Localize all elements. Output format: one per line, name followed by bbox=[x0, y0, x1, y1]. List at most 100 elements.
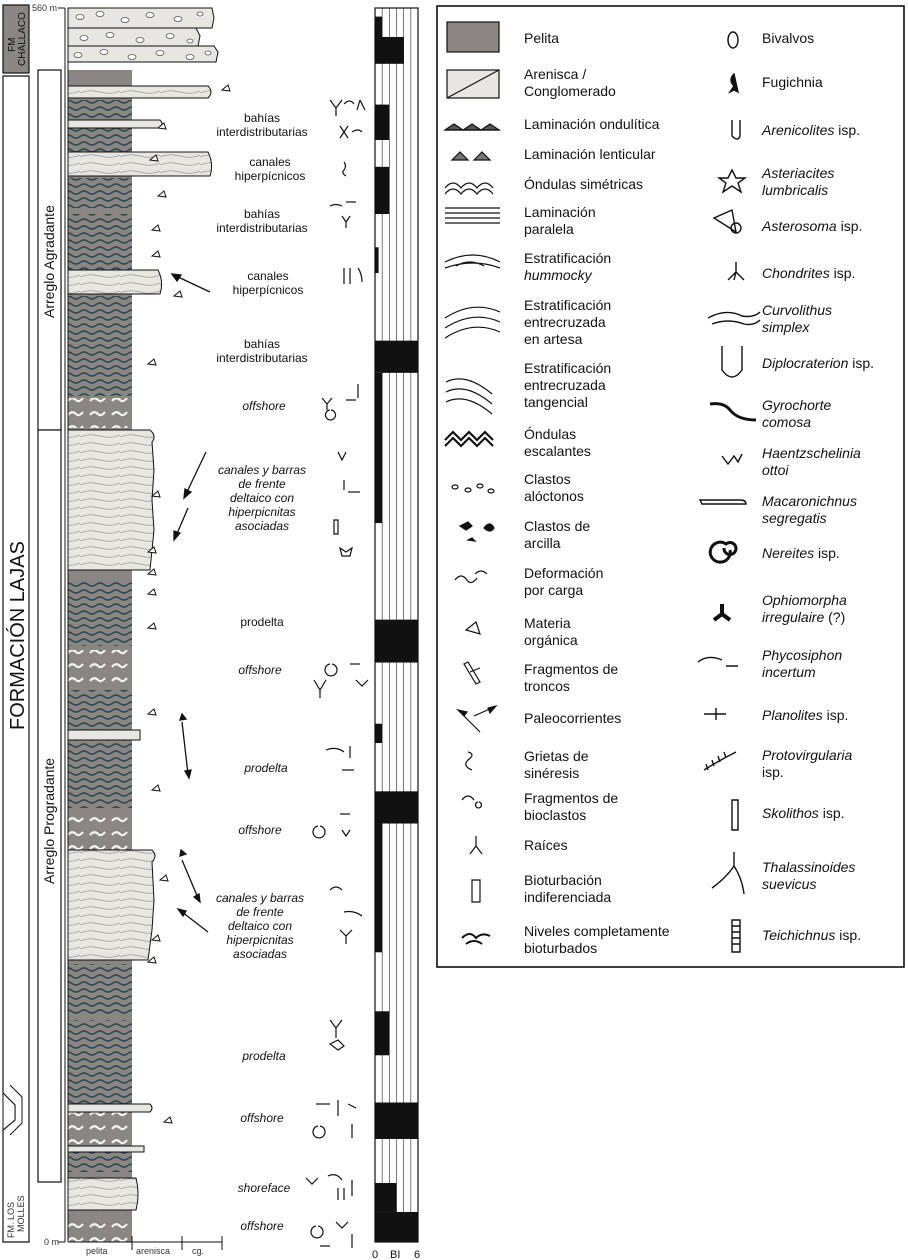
legend-right-line: suevicus bbox=[762, 876, 816, 892]
legend-box bbox=[436, 5, 905, 968]
ichnofossil-marks bbox=[305, 99, 369, 1248]
macaronichnus-icon bbox=[698, 499, 747, 505]
env-label-15: offshore bbox=[240, 1219, 284, 1233]
legend-left-line: Conglomerado bbox=[524, 83, 616, 99]
haentzschelinia-icon bbox=[721, 453, 743, 466]
legend-left-line: por carga bbox=[524, 582, 583, 598]
legend-right-line: Thalassinoides bbox=[762, 859, 855, 875]
legend-right-line: isp. bbox=[835, 927, 861, 943]
bi-bar-0 bbox=[375, 16, 383, 37]
bi-bar-9 bbox=[375, 340, 418, 373]
legend-right-line: Ophiomorpha bbox=[762, 592, 847, 608]
asterosoma-icon bbox=[712, 208, 742, 234]
paleocorrientes-icon bbox=[456, 704, 498, 733]
phycosiphon-icon bbox=[697, 656, 738, 667]
legend-left-line: Clastos bbox=[524, 471, 571, 487]
chondrites-icon bbox=[727, 262, 745, 281]
legend-right-skolithos: Skolithos isp. bbox=[762, 805, 845, 821]
planolites-icon bbox=[704, 708, 726, 720]
legend-right-chondrites: Chondrites isp. bbox=[762, 265, 855, 281]
legend-right-line: Arenicolites bbox=[761, 122, 834, 138]
legend-right-line: simplex bbox=[762, 319, 810, 335]
legend-left-arenisca: Arenisca /Conglomerado bbox=[524, 66, 616, 99]
legend-right-line: Protovirgularia bbox=[762, 747, 852, 763]
artesa-icon bbox=[444, 306, 501, 339]
hummocky-icon bbox=[444, 254, 501, 269]
ondulas-simetricas-icon bbox=[444, 182, 494, 195]
legend-left-ondulitica: Laminación ondulítica bbox=[524, 116, 660, 132]
legend-left-line: Materia bbox=[524, 615, 571, 631]
bioclastos-icon bbox=[461, 795, 483, 809]
legend-left-raices: Raíces bbox=[524, 837, 568, 853]
legend-right-line: Skolithos bbox=[762, 805, 819, 821]
legend-right-line: isp. bbox=[837, 218, 863, 234]
ondulitica-icon bbox=[443, 123, 501, 131]
skolithos-icon bbox=[731, 799, 739, 831]
legend-right-line: ottoi bbox=[762, 462, 789, 478]
legend-left-line: alóctonos bbox=[524, 488, 584, 504]
legend-left-line: troncos bbox=[524, 678, 570, 694]
bi-bar-3 bbox=[375, 104, 390, 140]
legend-right-line: Phycosiphon bbox=[762, 647, 842, 663]
arrangement-column: Arreglo Agradante Arreglo Progradante bbox=[37, 69, 62, 1183]
legend-left-line: Estratificación bbox=[524, 250, 611, 266]
legend-right-line: Macaronichnus bbox=[762, 493, 857, 509]
protovirgularia-icon bbox=[703, 751, 737, 771]
scale-pelita: pelita bbox=[86, 1246, 108, 1256]
fugichnia-icon bbox=[727, 72, 740, 94]
env-label-8: offshore bbox=[238, 663, 282, 677]
legend-left-line: bioclastos bbox=[524, 807, 586, 823]
bi-bar-23 bbox=[375, 1182, 397, 1212]
clastos-aloctonos-icon bbox=[451, 483, 495, 494]
agradante-label: Arreglo Agradante bbox=[41, 205, 57, 318]
progradante-label: Arreglo Progradante bbox=[41, 758, 57, 884]
legend-right-line: Asterosoma bbox=[761, 218, 837, 234]
legend-right-arenicolites: Arenicolites isp. bbox=[761, 122, 860, 138]
env-label-12: prodelta bbox=[241, 1049, 286, 1063]
diplocraterion-icon bbox=[721, 346, 743, 378]
legend-left-line: Pelita bbox=[524, 30, 559, 46]
bi-max-label: 6 bbox=[414, 1249, 420, 1260]
thalassinoides-icon bbox=[711, 852, 745, 895]
deformacion-icon bbox=[454, 570, 488, 584]
legend-right-line: isp. bbox=[762, 764, 784, 780]
legend-right-line: isp. bbox=[823, 707, 849, 723]
legend-right-diplocraterion: Diplocraterion isp. bbox=[762, 355, 874, 371]
legend-left-line: Raíces bbox=[524, 837, 568, 853]
legend-left-line: escalantes bbox=[524, 443, 591, 459]
bivalvos-icon bbox=[727, 31, 739, 49]
paralela-icon bbox=[445, 207, 500, 224]
legend-left-line: entrecruzada bbox=[524, 314, 606, 330]
legend-left-line: bioturbados bbox=[524, 940, 597, 956]
challaco-box bbox=[2, 4, 30, 74]
legend-left-line: Laminación bbox=[524, 204, 596, 220]
legend-right-line: Curvolithus bbox=[762, 302, 832, 318]
axis-top-label: 560 m bbox=[32, 3, 57, 13]
gyrochorte-icon bbox=[709, 402, 757, 422]
legend-right-asterosoma: Asterosoma isp. bbox=[761, 218, 862, 234]
bi-bars bbox=[375, 16, 418, 1242]
molles-label-2: MOLLES bbox=[16, 1195, 26, 1232]
bi-bar-21 bbox=[375, 1102, 418, 1139]
legend-left-pelita: Pelita bbox=[524, 30, 559, 46]
legend-icons-right bbox=[697, 31, 761, 953]
legend-left-line: orgánica bbox=[524, 632, 578, 648]
legend-left-line: Clastos de bbox=[524, 518, 590, 534]
bi-bar-16 bbox=[375, 791, 418, 824]
